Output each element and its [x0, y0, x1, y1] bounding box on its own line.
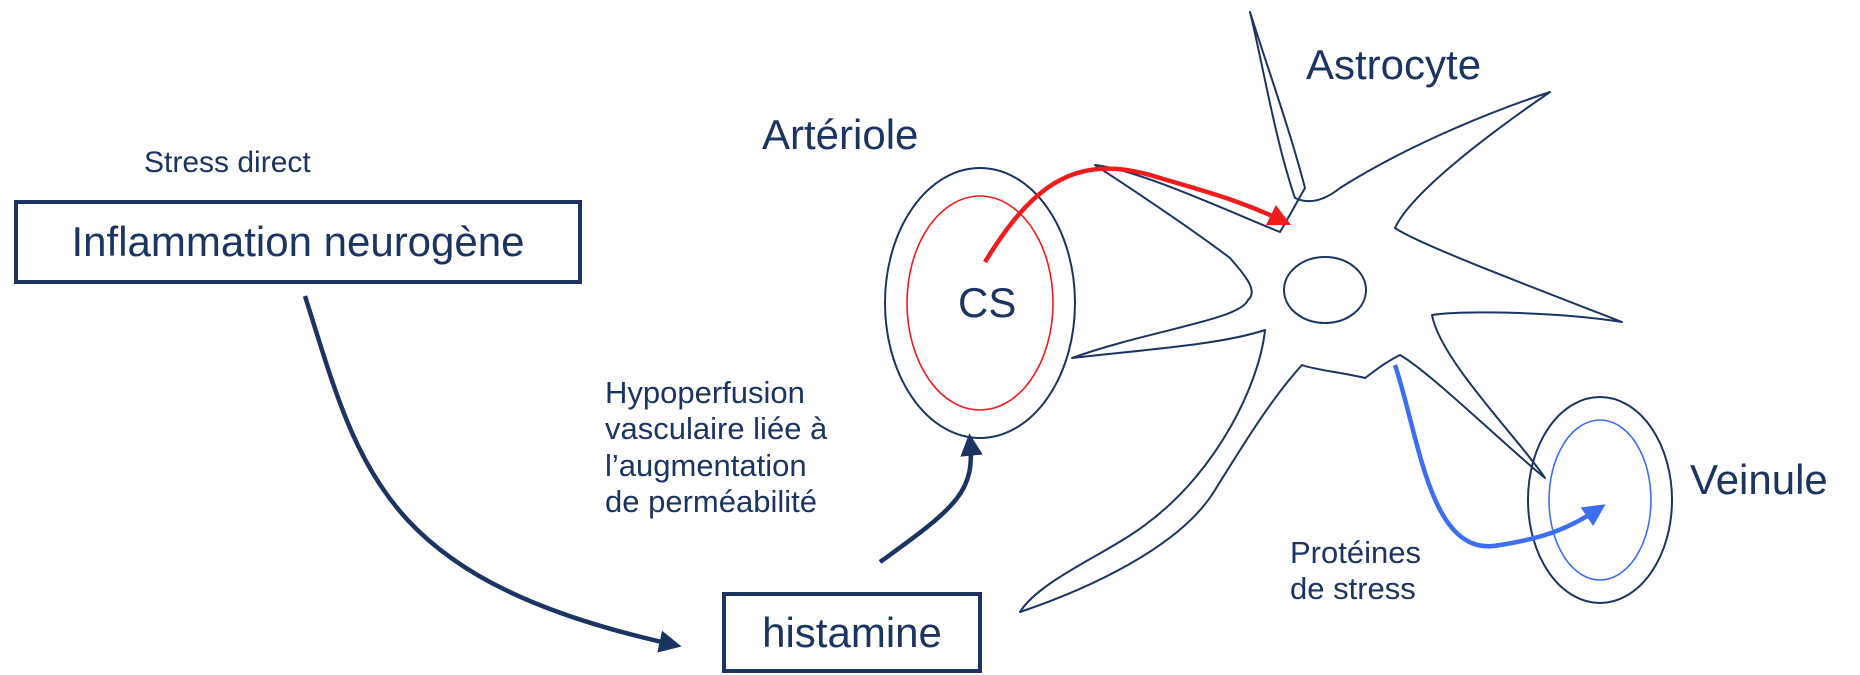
- inflammation-neurogene-box: Inflammation neurogène: [14, 200, 582, 284]
- stress-direct-label: Stress direct: [144, 145, 311, 180]
- arteriole-label: Artériole: [762, 110, 918, 159]
- proteines-de-stress-text: Protéines de stress: [1290, 535, 1421, 608]
- hypoperfusion-line-4: de perméabilité: [605, 484, 827, 520]
- hypoperfusion-line-3: l’augmentation: [605, 448, 827, 484]
- histamine-to-arteriole-arrow: [880, 440, 971, 562]
- hypoperfusion-text: Hypoperfusion vasculaire liée à l’augmen…: [605, 375, 827, 520]
- hypoperfusion-line-1: Hypoperfusion: [605, 375, 827, 411]
- astrocyte-nucleus: [1284, 257, 1366, 323]
- veinule-label: Veinule: [1690, 455, 1828, 504]
- proteines-line-1: Protéines: [1290, 535, 1421, 571]
- proteines-line-2: de stress: [1290, 571, 1421, 607]
- astrocyte-to-veinule-arrow: [1395, 365, 1600, 546]
- astrocyte-label: Astrocyte: [1306, 40, 1481, 89]
- astrocyte-cell: [1020, 12, 1622, 612]
- veinule-inner-lumen: [1549, 420, 1651, 580]
- hypoperfusion-line-2: vasculaire liée à: [605, 411, 827, 447]
- histamine-text: histamine: [762, 609, 942, 657]
- histamine-box: histamine: [722, 592, 982, 673]
- inflammation-neurogene-text: Inflammation neurogène: [72, 218, 525, 266]
- cs-label: CS: [958, 278, 1016, 327]
